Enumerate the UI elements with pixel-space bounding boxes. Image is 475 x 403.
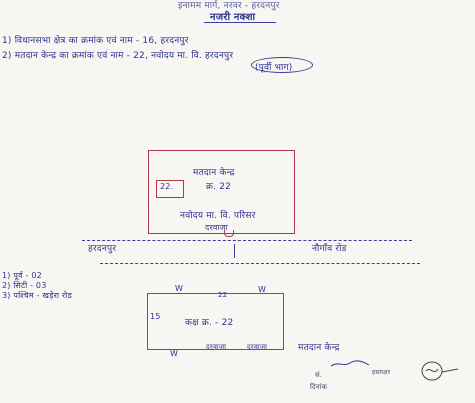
road-left-label: हरदनपुर <box>88 244 117 254</box>
road-top-edge <box>82 240 412 241</box>
room-layout-label: कक्ष क्र. - 22 <box>185 318 234 328</box>
direction-north: 2) सिटी - 03 <box>2 281 47 290</box>
document-title: नजरी नक्शा <box>210 12 256 23</box>
signature-icon <box>330 360 370 367</box>
booth-caption: मतदान केन्द्र <box>298 343 340 353</box>
polling-station-line: 2) मतदान केन्द्र का क्रमांक एवं नाम - 22… <box>2 51 234 61</box>
gate-icon <box>224 230 234 237</box>
room-box: 22. <box>156 180 184 198</box>
window-mark-top-left: W <box>175 284 184 293</box>
booth-building-outline <box>148 150 295 234</box>
window-mark-top-mid: 22 <box>218 291 228 299</box>
road-bottom-edge <box>100 263 420 264</box>
window-mark-bottom-left: W <box>170 349 179 358</box>
window-mark-top-right: W <box>258 285 267 294</box>
signature-line-1: सं. <box>315 371 323 379</box>
assembly-constituency-line: 1) विधानसभा क्षेत्र का क्रमांक एवं नाम -… <box>2 36 189 46</box>
road-arrow-icon <box>234 244 235 258</box>
door-label-2: दरवाजा <box>247 343 268 351</box>
header-top-line: इनामम मार्ग, नरवर - हरदनपुर <box>178 1 280 11</box>
booth-number: क्र. 22 <box>206 182 232 192</box>
window-mark-left: 15 <box>150 312 161 321</box>
direction-east: 1) पूर्व - 02 <box>2 271 42 280</box>
school-premises-label: नवोदय मा. वि. परिसर <box>180 211 256 221</box>
part-circle-mark <box>251 57 313 73</box>
signature-line-3: दिनांक <box>310 383 328 391</box>
road-right-label: नौगाँव रोड <box>312 244 347 254</box>
room-layout-outline <box>147 293 284 350</box>
gate-label: दरवाजा <box>205 223 228 232</box>
door-label-1: दरवाजा <box>206 343 227 351</box>
stamp-icon <box>421 361 459 381</box>
title-underline <box>204 22 276 23</box>
booth-label: मतदान केन्द्र <box>193 168 235 178</box>
signature-line-2: हस्ताक्षर <box>372 369 391 376</box>
room-tag: 22. <box>160 182 174 191</box>
direction-west: 3) पश्चिम - खड़ेरा रोड <box>2 291 72 300</box>
